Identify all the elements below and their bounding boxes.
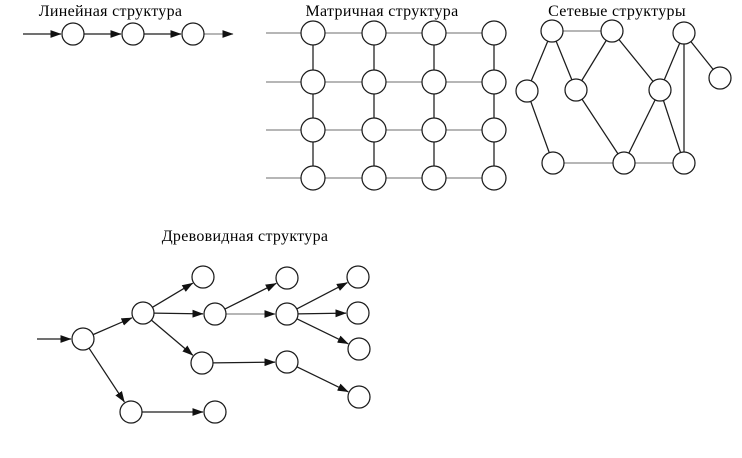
matrix-node (421, 117, 447, 143)
network-structures-title: Сетевые структуры (548, 3, 686, 20)
network-node-I (612, 151, 636, 175)
tree-node-T5 (275, 266, 299, 290)
network-edge (575, 89, 625, 164)
tree-edge (224, 282, 277, 310)
matrix-node (481, 69, 507, 95)
tree-edge (296, 318, 349, 345)
linear-node-L3 (181, 22, 205, 46)
tree-node-T11 (347, 385, 371, 409)
matrix-node (481, 117, 507, 143)
matrix-structure-title: Матричная структура (305, 3, 459, 20)
matrix-node (300, 117, 326, 143)
tree-diagram (37, 265, 371, 424)
linear-node-L1 (61, 22, 85, 46)
matrix-node (361, 69, 387, 95)
matrix-node (361, 117, 387, 143)
tree-node-T8 (346, 265, 370, 289)
tree-node-T4 (190, 351, 214, 375)
tree-edge (92, 317, 133, 336)
matrix-node (421, 20, 447, 46)
tree-node-T3 (203, 302, 227, 326)
tree-node-T2 (191, 265, 215, 289)
network-node-E (515, 79, 539, 103)
matrix-node (300, 165, 326, 191)
tree-node-T13 (203, 400, 227, 424)
tree-edge (153, 309, 204, 318)
network-node-A (540, 19, 564, 43)
linear-node-L2 (121, 22, 145, 46)
matrix-node (481, 165, 507, 191)
matrix-node (361, 20, 387, 46)
tree-node-R (71, 327, 95, 351)
linear-structure-title: Линейная структура (38, 3, 183, 20)
network-edge (623, 89, 661, 164)
tree-edge (150, 319, 194, 356)
tree-node-T6 (275, 302, 299, 326)
network-node-C (672, 21, 696, 45)
tree-edge (88, 347, 125, 403)
matrix-node (421, 69, 447, 95)
tree-edge (297, 309, 347, 318)
tree-node-T7 (275, 350, 299, 374)
network-node-G (648, 78, 672, 102)
matrix-node (300, 20, 326, 46)
network-edge (611, 30, 661, 91)
matrix-node (481, 20, 507, 46)
network-node-J (672, 151, 696, 175)
matrix-node (361, 165, 387, 191)
network-node-B (600, 19, 624, 43)
matrix-node (421, 165, 447, 191)
network-edge (526, 90, 554, 164)
network-node-D (708, 66, 732, 90)
tree-structure-title: Древовидная структура (161, 228, 329, 245)
tree-node-T12 (119, 400, 143, 424)
tree-edge (212, 358, 276, 367)
network-diagram (515, 19, 732, 175)
tree-node-T10 (347, 337, 371, 361)
network-edge (659, 89, 685, 164)
tree-node-T9 (346, 301, 370, 325)
tree-edge (296, 281, 348, 310)
tree-edge (296, 366, 349, 393)
network-node-F (564, 78, 588, 102)
linear-diagram (23, 22, 234, 46)
network-node-H (541, 151, 565, 175)
tree-edge (152, 282, 194, 308)
matrix-diagram (266, 20, 507, 191)
matrix-node (300, 69, 326, 95)
tree-node-T1 (131, 301, 155, 325)
